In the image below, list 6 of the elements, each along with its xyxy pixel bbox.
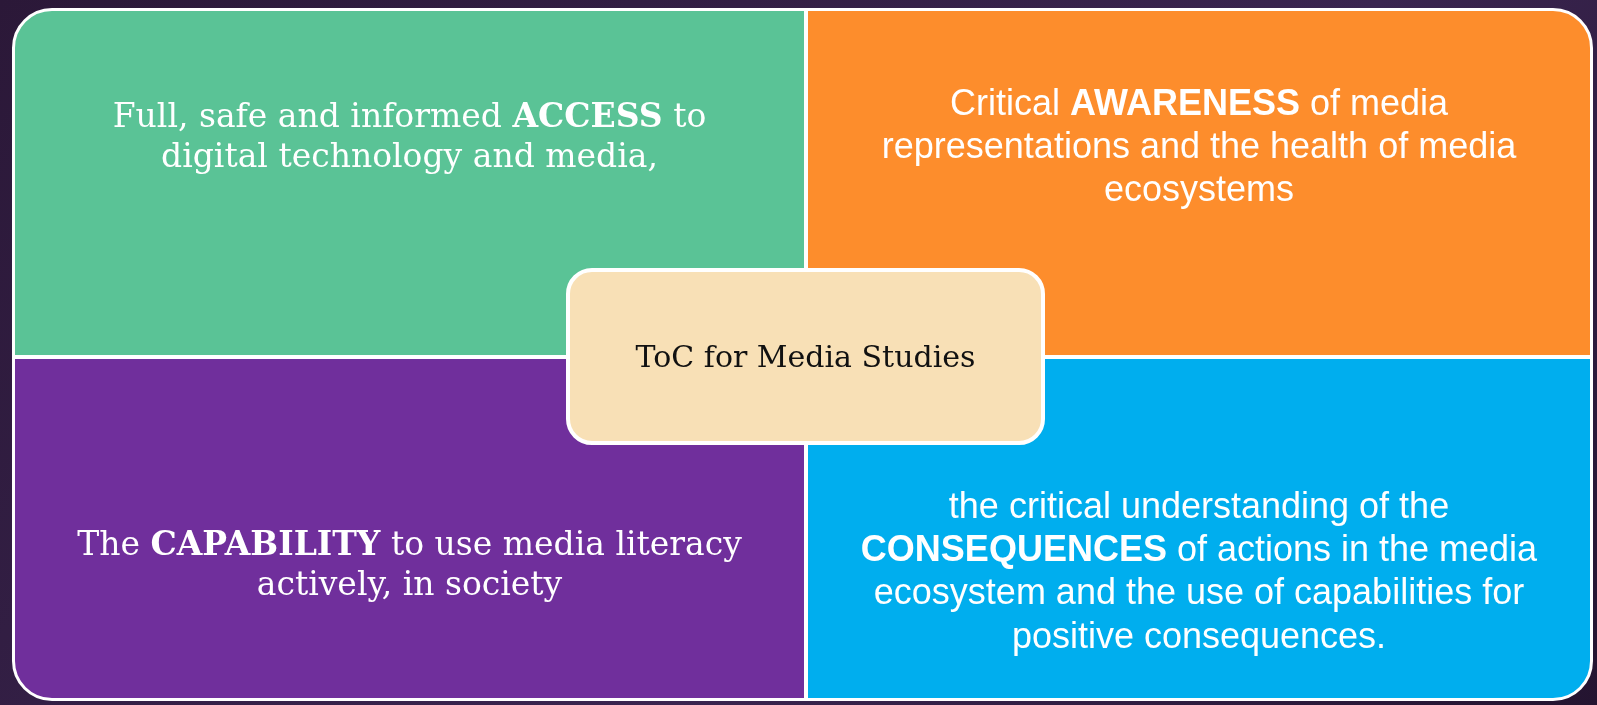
- center-title: ToC for Media Studies: [635, 339, 976, 374]
- panel-text: Critical AWARENESS of media representations and the health of media ecosystems: [880, 81, 1518, 211]
- panel-text: the critical understanding of the CONSEQUENCES of actions in the media ecosystem and the use of capabilities for positive consequences.: [859, 484, 1539, 657]
- panel-text: The CAPABILITY to use media literacy actively, in society: [76, 524, 743, 604]
- center-box: [566, 268, 1045, 445]
- panel-text: Full, safe and informed ACCESS to digital technology and media,: [111, 96, 708, 176]
